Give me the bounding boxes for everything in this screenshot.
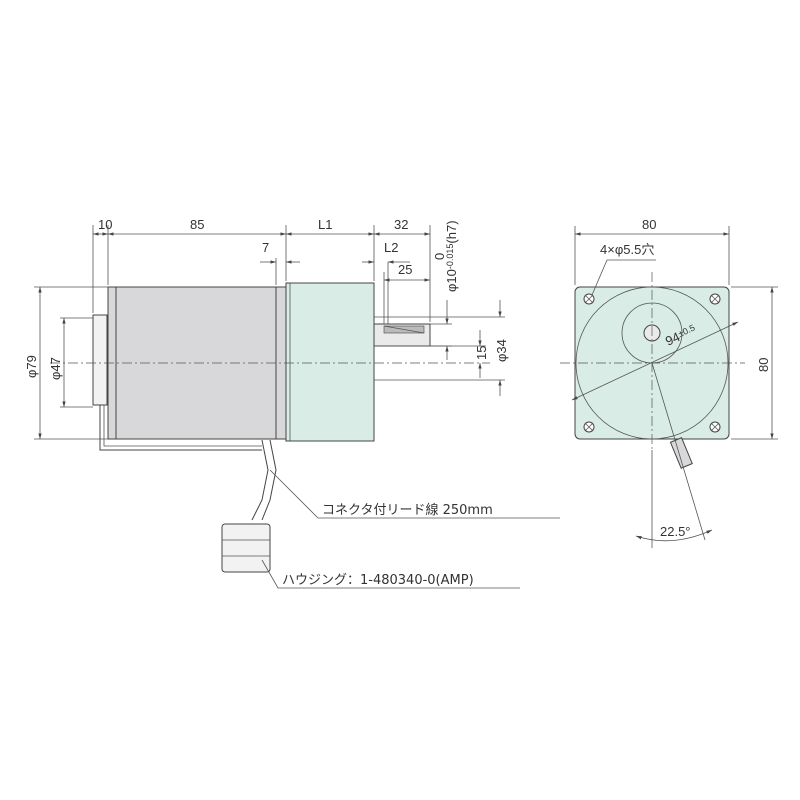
dim-shaft-diameter: φ10-0.015(h7) <box>444 220 459 292</box>
side-view: 10 85 L1 32 7 L2 25 φ10-0.015(h7) 0 15 <box>24 217 560 589</box>
dim-phi34: φ34 <box>494 339 509 362</box>
dim-phi47: φ47 <box>48 357 63 380</box>
dim-10: 10 <box>98 217 112 232</box>
housing-leader <box>261 559 520 589</box>
lead-wire-path <box>99 405 262 451</box>
dim-front-width: 80 <box>642 217 656 232</box>
rear-terminal-plate <box>92 314 108 406</box>
dim-L2: L2 <box>384 240 398 255</box>
angle-arc <box>635 529 713 542</box>
lead-wire-leader <box>269 469 560 519</box>
front-view: 94±0.5 80 4×φ5.5穴 80 22.5° <box>560 217 778 548</box>
dim-32: 32 <box>394 217 408 232</box>
dim-phi79: φ79 <box>24 355 39 378</box>
dim-L1: L1 <box>318 217 332 232</box>
pcd-dimension-line <box>571 321 739 401</box>
lead-wire-callout: コネクタ付リード線 250mm <box>322 502 493 518</box>
dim-15: 15 <box>474 346 489 360</box>
housing-callout: ハウジング：1-480340-0(AMP) <box>282 573 474 588</box>
dim-85: 85 <box>190 217 204 232</box>
mounting-holes <box>583 293 721 433</box>
lead-wire <box>251 439 269 521</box>
dim-front-height: 80 <box>756 358 771 372</box>
dim-angle: 22.5° <box>660 524 691 539</box>
dim-25: 25 <box>398 262 412 277</box>
gear-head <box>285 282 375 442</box>
dim-shaft-tol-zero: 0 <box>432 253 447 260</box>
holes-callout: 4×φ5.5穴 <box>600 242 654 257</box>
connector-housing <box>221 523 271 573</box>
dim-7: 7 <box>262 240 269 255</box>
holes-leader <box>591 259 656 296</box>
lead-exit <box>669 437 693 469</box>
